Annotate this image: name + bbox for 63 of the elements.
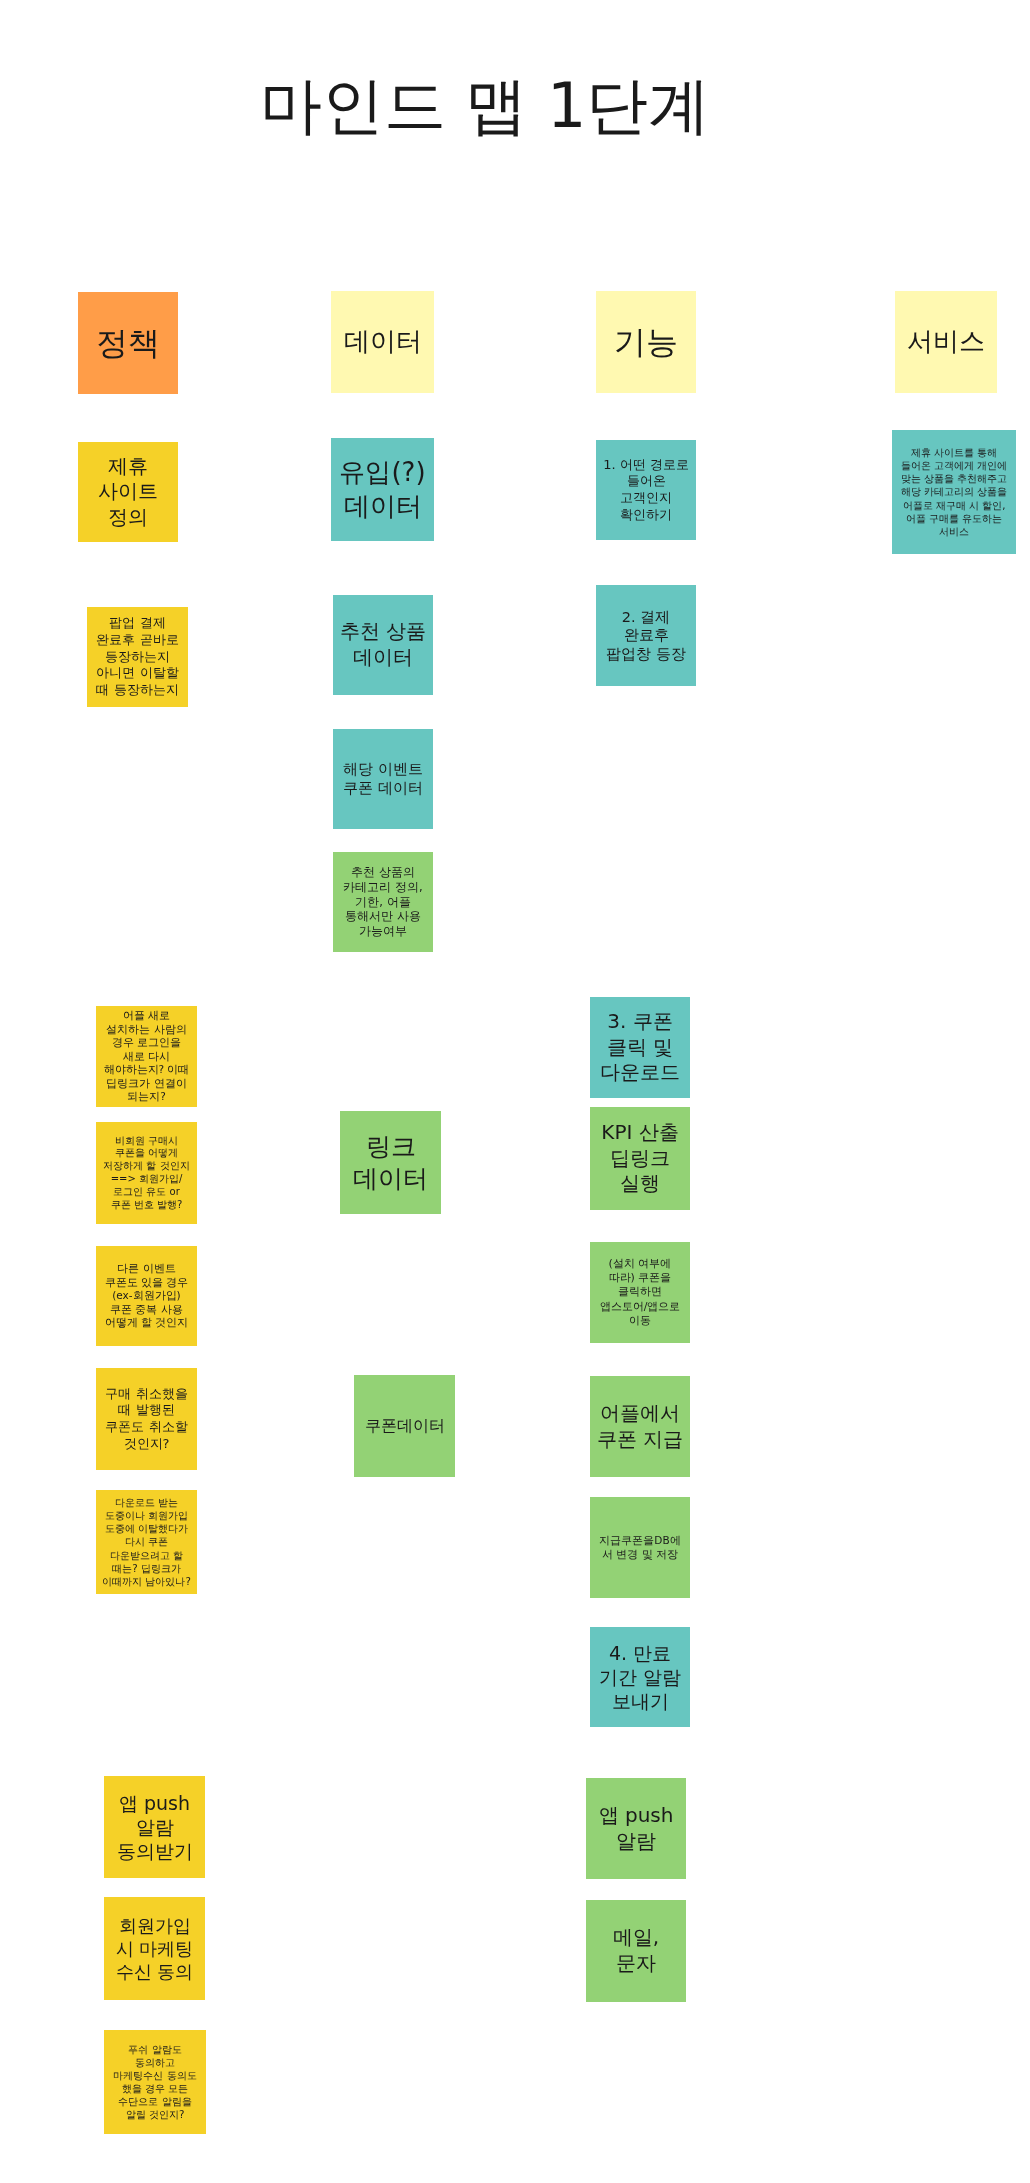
sticky-note	[590, 997, 690, 1098]
sticky-note	[96, 1122, 197, 1224]
sticky-note	[586, 1778, 686, 1879]
sticky-note	[104, 2030, 206, 2134]
note-text: 3. 쿠폰 클릭 및 다운로드	[599, 1009, 681, 1086]
sticky-note	[596, 291, 696, 393]
sticky-note	[96, 1246, 197, 1346]
sticky-note	[590, 1107, 690, 1210]
sticky-note	[331, 291, 434, 393]
sticky-note	[96, 1006, 197, 1107]
column-heading: 서비스	[907, 325, 985, 359]
sticky-note	[340, 1111, 441, 1214]
sticky-note	[892, 430, 1016, 554]
sticky-note	[596, 585, 696, 686]
sticky-note	[596, 440, 696, 540]
note-text: 어플 새로 설치하는 사람의 경우 로그인을 새로 다시 해야하는지? 이때 딥링크가 연결이 되는지?	[102, 1009, 191, 1104]
sticky-note	[895, 291, 997, 393]
note-text: 해당 이벤트 쿠폰 데이터	[342, 760, 424, 798]
sticky-note	[96, 1490, 197, 1594]
note-text: KPI 산출 딥링크 실행	[600, 1120, 680, 1197]
sticky-note	[104, 1776, 205, 1878]
note-text: 링크 데이터	[352, 1130, 429, 1195]
sticky-note	[354, 1375, 455, 1477]
sticky-note	[333, 595, 433, 695]
note-text: 지급쿠폰을DB에서 변경 및 저장	[598, 1534, 682, 1561]
sticky-note	[333, 852, 433, 952]
note-text: 쿠폰데이터	[364, 1415, 445, 1437]
note-text: 다운로드 받는 도중이나 회원가입 도중에 이탈했다가 다시 쿠폰 다운받으려고 할 때는? 딥링크가 이때까지 남아있나?	[102, 1496, 191, 1588]
note-text: 2. 결제 완료후 팝업창 등장	[605, 607, 687, 664]
note-text: 추천 상품의 카테고리 정의, 기한, 어플 통해서만 사용 가능여부	[342, 865, 424, 939]
sticky-note	[590, 1242, 690, 1343]
note-text: 팝업 결제 완료후 곧바로 등장하는지 아니면 이탈할 때 등장하는지	[95, 615, 180, 699]
column-heading: 데이터	[343, 325, 422, 359]
sticky-note	[104, 1897, 205, 2000]
sticky-note	[590, 1627, 690, 1727]
note-text: 1. 어떤 경로로 들어온 고객인지 확인하기	[602, 456, 690, 524]
sticky-note	[586, 1900, 686, 2002]
sticky-note	[78, 292, 178, 394]
note-text: (설치 여부에 따라) 쿠폰을 클릭하면 앱스토어/앱으로 이동	[598, 1257, 682, 1328]
note-text: 다른 이벤트 쿠폰도 있을 경우(ex-회원가입) 쿠폰 중복 사용 어떻게 할 것인지	[103, 1262, 190, 1330]
note-text: 푸쉬 알람도 동의하고 마케팅수신 동의도 했을 경우 모든 수단으로 알림을 알릴 것인지?	[112, 2042, 198, 2122]
note-text: 4. 만료 기간 알람 보내기	[597, 1640, 682, 1714]
column-heading: 기능	[614, 321, 678, 363]
note-text: 회원가입 시 마케팅 수신 동의	[114, 1913, 195, 1984]
note-text: 구매 취소했을 때 발행된 쿠폰도 취소할 것인지?	[104, 1385, 189, 1453]
note-text: 제휴 사이트를 통해 들어온 고객에게 개인에 맞는 상품을 추천해주고 해당 카테고리의 상품을 어플로 재구매 시 할인, 어플 구매를 유도하는 서비스	[899, 446, 1009, 538]
sticky-note	[333, 729, 433, 829]
page-title: 마인드 맵 1단계	[259, 68, 711, 144]
sticky-note	[590, 1497, 690, 1598]
note-text: 제휴 사이트 정의	[97, 453, 159, 531]
note-text: 어플에서 쿠폰 지급	[596, 1400, 684, 1453]
note-text: 앱 push 알람 동의받기	[115, 1790, 194, 1864]
sticky-note	[78, 442, 178, 542]
sticky-note	[96, 1368, 197, 1470]
note-text: 추천 상품 데이터	[339, 619, 427, 671]
note-text: 비회원 구매시 쿠폰을 어떻게 저장하게 할 것인지 ==> 회원가입/로그인 유도 or 쿠폰 번호 발행?	[102, 1134, 191, 1212]
sticky-note	[590, 1376, 690, 1477]
note-text: 앱 push 알람	[597, 1802, 675, 1855]
column-heading: 정책	[96, 322, 160, 364]
note-text: 유입(?) 데이터	[338, 456, 427, 523]
sticky-note	[331, 438, 434, 541]
note-text: 메일, 문자	[611, 1925, 661, 1977]
sticky-note	[87, 607, 188, 707]
